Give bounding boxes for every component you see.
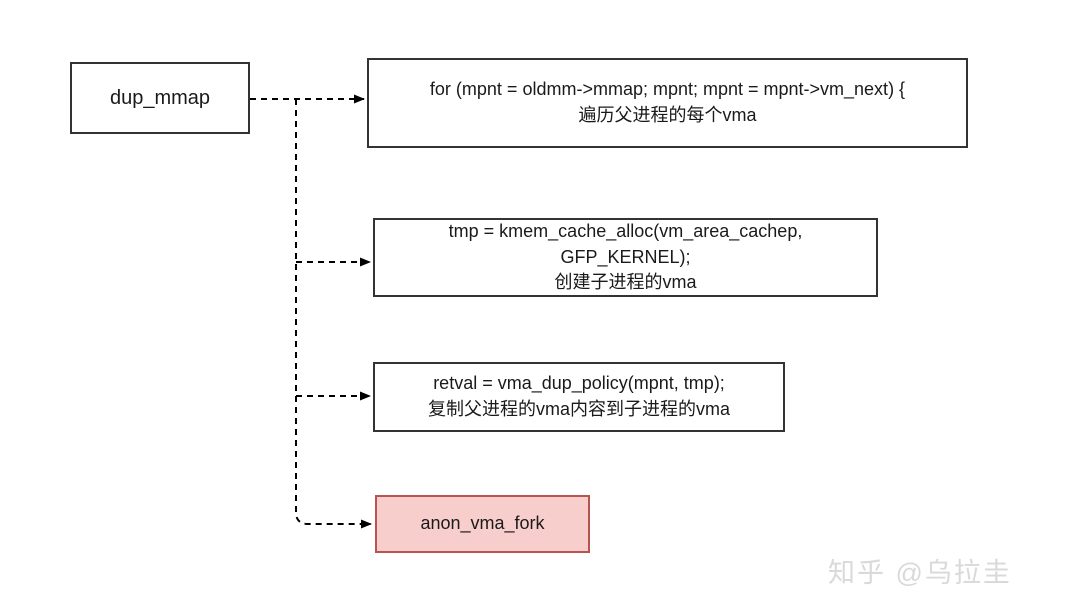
node-kmem-code-line-1: tmp = kmem_cache_alloc(vm_area_cachep, bbox=[448, 221, 803, 242]
node-dup-mmap-label: dup_mmap bbox=[109, 86, 211, 109]
node-anon-vma-fork: anon_vma_fork bbox=[375, 495, 590, 553]
node-anon-vma-fork-label: anon_vma_fork bbox=[420, 513, 545, 534]
node-kmem-comment-line: 创建子进程的vma bbox=[554, 272, 697, 293]
node-dup-mmap: dup_mmap bbox=[70, 62, 250, 134]
node-vma-dup-policy: retval = vma_dup_policy(mpnt, tmp); 复制父进… bbox=[373, 362, 785, 432]
connector-trunk-to-anon-vma-fork bbox=[295, 99, 372, 529]
watermark: 知乎 @乌拉圭 bbox=[828, 558, 1012, 588]
node-vma-dup-policy-comment-line: 复制父进程的vma内容到子进程的vma bbox=[427, 399, 730, 419]
node-for-loop-vma: for (mpnt = oldmm->mmap; mpnt; mpnt = mp… bbox=[367, 58, 968, 148]
node-kmem-code-line-2: GFP_KERNEL); bbox=[560, 246, 691, 267]
node-vma-dup-policy-code-line: retval = vma_dup_policy(mpnt, tmp); bbox=[433, 373, 725, 394]
node-for-loop-code-line: for (mpnt = oldmm->mmap; mpnt; mpnt = mp… bbox=[429, 79, 906, 100]
node-kmem-cache-alloc: tmp = kmem_cache_alloc(vm_area_cachep, G… bbox=[373, 218, 878, 297]
node-for-loop-comment-line: 遍历父进程的每个vma bbox=[578, 105, 757, 125]
